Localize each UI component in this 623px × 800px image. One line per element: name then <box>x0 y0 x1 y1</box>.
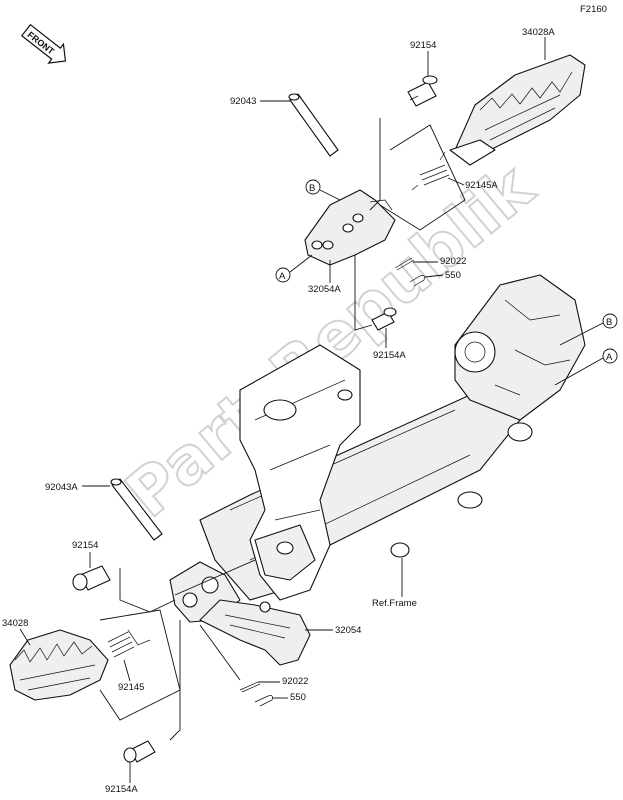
frame-part <box>199 274 586 601</box>
label-92022-bottom: 92022 <box>282 676 308 687</box>
washer-pin-top-part <box>394 257 425 287</box>
label-92154-bottom: 92154 <box>72 540 98 551</box>
spring-92145-part <box>107 629 151 658</box>
svg-text:B: B <box>309 183 315 194</box>
svg-text:A: A <box>606 352 613 363</box>
svg-text:B: B <box>606 317 612 328</box>
pin-92043-part <box>288 93 339 157</box>
ref-marker-b-frame: B <box>602 313 618 329</box>
label-92043A: 92043A <box>45 482 78 493</box>
label-32054: 32054 <box>335 625 361 636</box>
label-92154A-top: 92154A <box>373 350 406 361</box>
washer-pin-bottom-part <box>239 681 273 707</box>
bolt-92154A-bottom-part <box>123 740 156 763</box>
bracket-32054A-part <box>304 189 396 266</box>
diagram-code: F2160 <box>580 4 607 15</box>
bracket-32054-part <box>199 599 311 666</box>
svg-text:A: A <box>279 271 286 282</box>
front-arrow-icon: FRONT <box>20 23 67 64</box>
label-32054A: 32054A <box>308 284 341 295</box>
label-550-top: 550 <box>445 270 461 281</box>
spring-92145A-part <box>411 151 450 191</box>
label-92154-top: 92154 <box>410 40 436 51</box>
ref-marker-b-upper: B <box>305 179 321 195</box>
footpeg-left-part <box>9 629 109 701</box>
label-92043: 92043 <box>230 96 256 107</box>
ref-frame-label: Ref.Frame <box>372 598 417 609</box>
label-92145: 92145 <box>118 682 144 693</box>
label-92154A-bottom: 92154A <box>105 784 138 795</box>
bolt-92154-top-part <box>407 75 438 107</box>
label-92145A: 92145A <box>465 180 498 191</box>
bolt-92154-bottom-part <box>72 565 111 591</box>
ref-marker-a-frame: A <box>602 348 618 364</box>
footpeg-right-part <box>449 54 586 166</box>
label-34028: 34028 <box>2 618 28 629</box>
label-34028A: 34028A <box>522 27 555 38</box>
label-92022-top: 92022 <box>440 256 466 267</box>
ref-marker-a-upper: A <box>275 267 291 283</box>
pin-92043A-part <box>110 478 163 541</box>
bolt-92154A-top-part <box>371 307 397 331</box>
label-550-bottom: 550 <box>290 692 306 703</box>
